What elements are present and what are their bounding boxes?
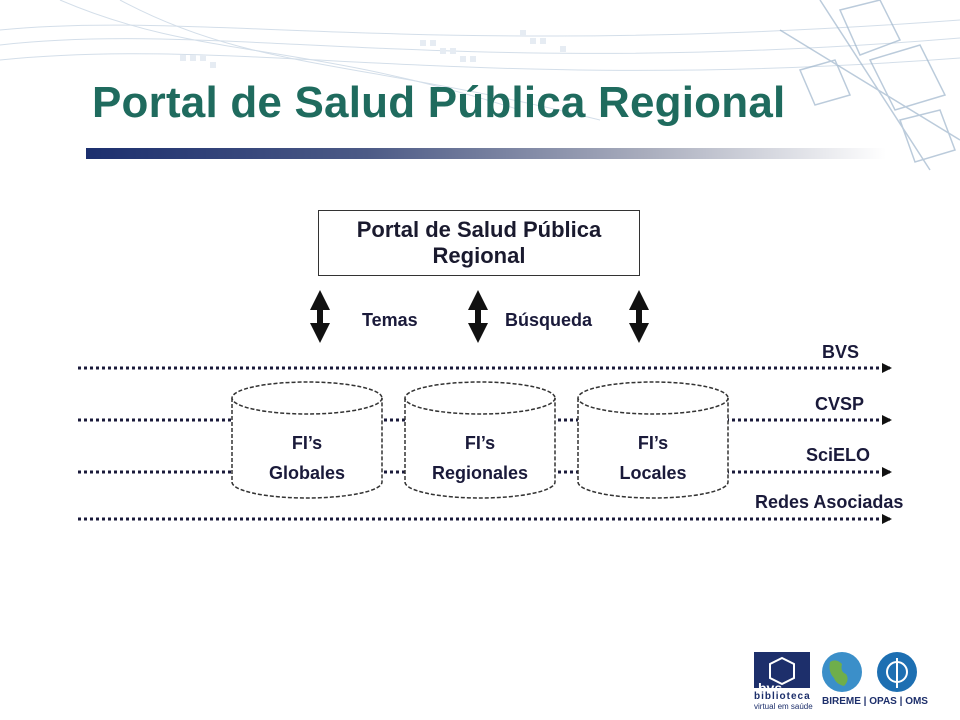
cylinder-locales-line2: Locales — [619, 463, 687, 483]
title-underline-bar — [86, 148, 886, 159]
cylinder-label-locales: FI’s Locales — [578, 428, 728, 488]
globe-logo-icon — [822, 652, 862, 692]
background-decoration — [0, 0, 960, 171]
who-logo-icon — [877, 652, 917, 692]
label-busqueda: Búsqueda — [505, 310, 593, 330]
cylinder-label-globales: FI’s Globales — [232, 428, 382, 488]
bvs-mark-text: bvs — [758, 680, 783, 696]
cylinder-globales-line1: FI’s — [291, 433, 323, 453]
portal-box-line1: Portal de Salud Pública — [356, 217, 602, 242]
logos-graphic — [754, 652, 917, 692]
double-arrow-right — [629, 290, 649, 343]
portal-box: Portal de Salud Pública Regional — [318, 210, 640, 276]
partners-text: BIREME | OPAS | OMS — [822, 696, 928, 707]
bvs-line1-text: biblioteca — [754, 691, 811, 702]
cylinder-globales — [231, 381, 383, 499]
double-arrow-center — [468, 290, 488, 343]
cylinder-locales — [577, 381, 729, 499]
cylinder-label-regionales: FI’s Regionales — [405, 428, 555, 488]
bvs-line2-text: virtual em saúde — [754, 702, 813, 711]
cylinder-regionales — [404, 381, 556, 499]
label-temas: Temas — [362, 310, 418, 330]
slide-title: Portal de Salud Pública Regional — [92, 78, 786, 127]
cylinder-regionales-line2: Regionales — [431, 463, 529, 483]
network-label-scielo: SciELO — [806, 445, 871, 465]
portal-box-line2: Regional — [432, 243, 526, 268]
bvs-logo-icon — [754, 652, 810, 688]
network-label-cvsp: CVSP — [815, 394, 865, 414]
cylinder-regionales-line1: FI’s — [464, 433, 496, 453]
cylinder-globales-line2: Globales — [268, 463, 346, 483]
network-label-redes-asociadas: Redes Asociadas — [755, 492, 904, 512]
network-label-bvs: BVS — [822, 342, 860, 362]
double-arrow-left — [310, 290, 330, 343]
cylinder-locales-line1: FI’s — [637, 433, 669, 453]
